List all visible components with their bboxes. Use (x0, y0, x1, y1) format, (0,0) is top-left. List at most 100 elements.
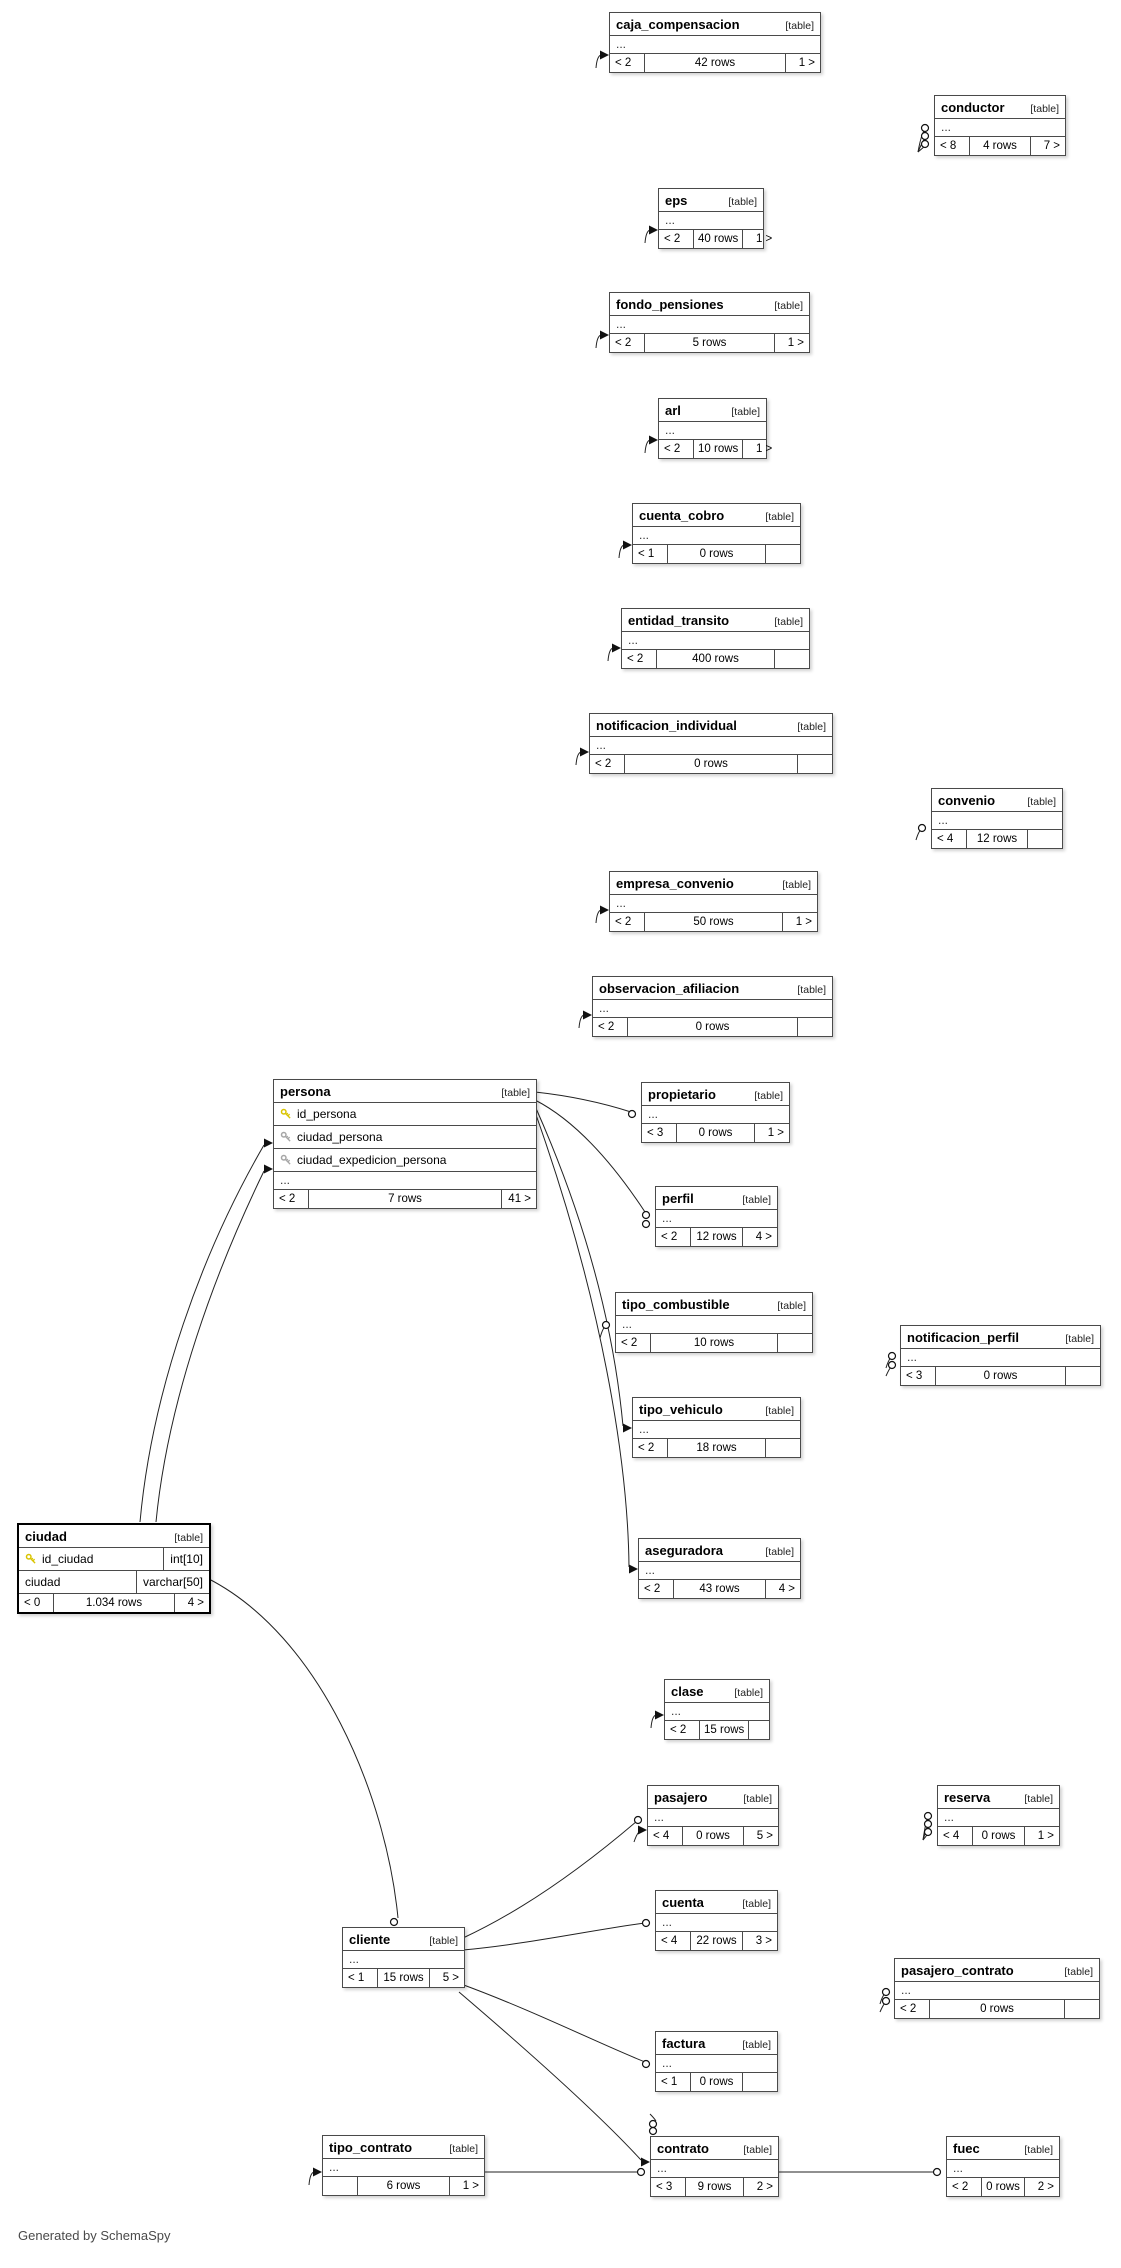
table-factura[interactable]: factura [table] ... < 1 0 rows (655, 2031, 778, 2092)
table-name[interactable]: caja_compensacion (616, 17, 740, 32)
hidden-relations-right-count[interactable]: 3 > (742, 1932, 777, 1950)
hidden-relations-left-count[interactable]: < 1 (343, 1969, 378, 1987)
hidden-relations-left-count[interactable]: < 3 (642, 1124, 677, 1142)
table-perfil[interactable]: perfil [table] ... < 2 12 rows 4 > (655, 1186, 778, 1247)
hidden-relations-right-count[interactable]: 4 > (174, 1594, 209, 1612)
hidden-relations-right-count[interactable] (777, 1334, 812, 1352)
table-name[interactable]: propietario (648, 1087, 716, 1102)
table-name[interactable]: tipo_combustible (622, 1297, 730, 1312)
hidden-relations-right-count[interactable]: 2 > (1024, 2178, 1059, 2196)
table-observacion_afiliacion[interactable]: observacion_afiliacion [table] ... < 2 0… (592, 976, 833, 1037)
table-tipo_vehiculo[interactable]: tipo_vehiculo [table] ... < 2 18 rows (632, 1397, 801, 1458)
table-fondo_pensiones[interactable]: fondo_pensiones [table] ... < 2 5 rows 1… (609, 292, 810, 353)
hidden-relations-left-count[interactable]: < 2 (610, 913, 645, 931)
hidden-relations-left-count[interactable]: < 0 (19, 1594, 54, 1612)
table-aseguradora[interactable]: aseguradora [table] ... < 2 43 rows 4 > (638, 1538, 801, 1599)
table-name[interactable]: notificacion_perfil (907, 1330, 1019, 1345)
hidden-relations-right-count[interactable]: 1 > (754, 1124, 789, 1142)
table-notificacion_perfil[interactable]: notificacion_perfil [table] ... < 3 0 ro… (900, 1325, 1101, 1386)
table-name[interactable]: fuec (953, 2141, 980, 2156)
table-tipo_contrato[interactable]: tipo_contrato [table] ... 6 rows 1 > (322, 2135, 485, 2196)
hidden-relations-right-count[interactable]: 5 > (743, 1827, 778, 1845)
hidden-relations-left-count[interactable]: < 4 (938, 1827, 973, 1845)
table-name[interactable]: conductor (941, 100, 1005, 115)
column-row-ciudad_persona[interactable]: ciudad_persona (274, 1125, 536, 1148)
hidden-relations-left-count[interactable]: < 2 (274, 1190, 309, 1208)
hidden-relations-left-count[interactable]: < 2 (895, 2000, 930, 2018)
hidden-relations-left-count[interactable]: < 2 (622, 650, 657, 668)
table-name[interactable]: factura (662, 2036, 706, 2051)
table-name[interactable]: tipo_vehiculo (639, 1402, 723, 1417)
hidden-relations-right-count[interactable] (797, 1018, 832, 1036)
hidden-relations-left-count[interactable]: < 2 (633, 1439, 668, 1457)
hidden-relations-right-count[interactable]: 1 > (774, 334, 809, 352)
hidden-relations-left-count[interactable]: < 2 (659, 230, 694, 248)
table-convenio[interactable]: convenio [table] ... < 4 12 rows (931, 788, 1063, 849)
column-row-ciudad_expedicion_persona[interactable]: ciudad_expedicion_persona (274, 1148, 536, 1171)
hidden-relations-left-count[interactable]: < 2 (610, 54, 645, 72)
table-cuenta[interactable]: cuenta [table] ... < 4 22 rows 3 > (655, 1890, 778, 1951)
hidden-relations-right-count[interactable] (797, 755, 832, 773)
table-conductor[interactable]: conductor [table] ... < 8 4 rows 7 > (934, 95, 1066, 156)
hidden-relations-right-count[interactable]: 1 > (449, 2177, 484, 2195)
hidden-relations-right-count[interactable] (1065, 1367, 1100, 1385)
table-clase[interactable]: clase [table] ... < 2 15 rows (664, 1679, 770, 1740)
hidden-relations-right-count[interactable]: 41 > (501, 1190, 536, 1208)
hidden-relations-left-count[interactable]: < 2 (665, 1721, 700, 1739)
hidden-relations-right-count[interactable]: 5 > (429, 1969, 464, 1987)
table-name[interactable]: tipo_contrato (329, 2140, 413, 2155)
hidden-relations-left-count[interactable]: < 8 (935, 137, 970, 155)
hidden-relations-left-count[interactable]: < 3 (901, 1367, 936, 1385)
hidden-relations-right-count[interactable]: 1 > (742, 440, 777, 458)
table-name[interactable]: perfil (662, 1191, 694, 1206)
hidden-relations-left-count[interactable]: < 2 (616, 1334, 651, 1352)
table-name[interactable]: reserva (944, 1790, 991, 1805)
hidden-relations-right-count[interactable] (774, 650, 809, 668)
table-empresa_convenio[interactable]: empresa_convenio [table] ... < 2 50 rows… (609, 871, 818, 932)
table-pasajero[interactable]: pasajero [table] ... < 4 0 rows 5 > (647, 1785, 779, 1846)
hidden-relations-right-count[interactable] (1064, 2000, 1099, 2018)
table-name[interactable]: clase (671, 1684, 704, 1699)
table-name[interactable]: pasajero (654, 1790, 708, 1805)
table-name[interactable]: eps (665, 193, 688, 208)
table-cuenta_cobro[interactable]: cuenta_cobro [table] ... < 1 0 rows (632, 503, 801, 564)
hidden-relations-left-count[interactable]: < 1 (656, 2073, 691, 2091)
table-tipo_combustible[interactable]: tipo_combustible [table] ... < 2 10 rows (615, 1292, 813, 1353)
table-cliente[interactable]: cliente [table] ... < 1 15 rows 5 > (342, 1927, 465, 1988)
hidden-relations-left-count[interactable]: < 2 (656, 1228, 691, 1246)
table-name[interactable]: pasajero_contrato (901, 1963, 1014, 1978)
table-contrato[interactable]: contrato [table] ... < 3 9 rows 2 > (650, 2136, 779, 2197)
hidden-relations-right-count[interactable]: 2 > (743, 2178, 778, 2196)
table-notificacion_individual[interactable]: notificacion_individual [table] ... < 2 … (589, 713, 833, 774)
hidden-relations-right-count[interactable]: 4 > (765, 1580, 800, 1598)
hidden-relations-left-count[interactable]: < 2 (593, 1018, 628, 1036)
table-name[interactable]: cliente (349, 1932, 391, 1947)
table-name[interactable]: persona (280, 1084, 331, 1099)
hidden-relations-right-count[interactable] (765, 545, 800, 563)
hidden-relations-right-count[interactable] (748, 1721, 783, 1739)
column-row-id_persona[interactable]: id_persona (274, 1102, 536, 1125)
hidden-relations-right-count[interactable]: 7 > (1030, 137, 1065, 155)
hidden-relations-right-count[interactable]: 1 > (782, 913, 817, 931)
table-name[interactable]: fondo_pensiones (616, 297, 724, 312)
table-eps[interactable]: eps [table] ... < 2 40 rows 1 > (658, 188, 772, 249)
hidden-relations-right-count[interactable] (742, 2073, 777, 2091)
hidden-relations-left-count[interactable]: < 2 (947, 2178, 982, 2196)
table-name[interactable]: cuenta (662, 1895, 704, 1910)
hidden-relations-right-count[interactable]: 1 > (785, 54, 820, 72)
table-arl[interactable]: arl [table] ... < 2 10 rows 1 > (658, 398, 772, 459)
hidden-relations-right-count[interactable]: 1 > (1024, 1827, 1059, 1845)
hidden-relations-left-count[interactable]: < 4 (656, 1932, 691, 1950)
hidden-relations-left-count[interactable]: < 3 (651, 2178, 686, 2196)
hidden-relations-left-count[interactable]: < 2 (659, 440, 694, 458)
hidden-relations-left-count[interactable]: < 2 (610, 334, 645, 352)
table-name[interactable]: observacion_afiliacion (599, 981, 740, 996)
hidden-relations-left-count[interactable]: < 4 (932, 830, 967, 848)
hidden-relations-right-count[interactable] (765, 1439, 800, 1457)
table-name[interactable]: entidad_transito (628, 613, 730, 628)
hidden-relations-right-count[interactable] (1027, 830, 1062, 848)
hidden-relations-left-count[interactable] (323, 2177, 358, 2195)
